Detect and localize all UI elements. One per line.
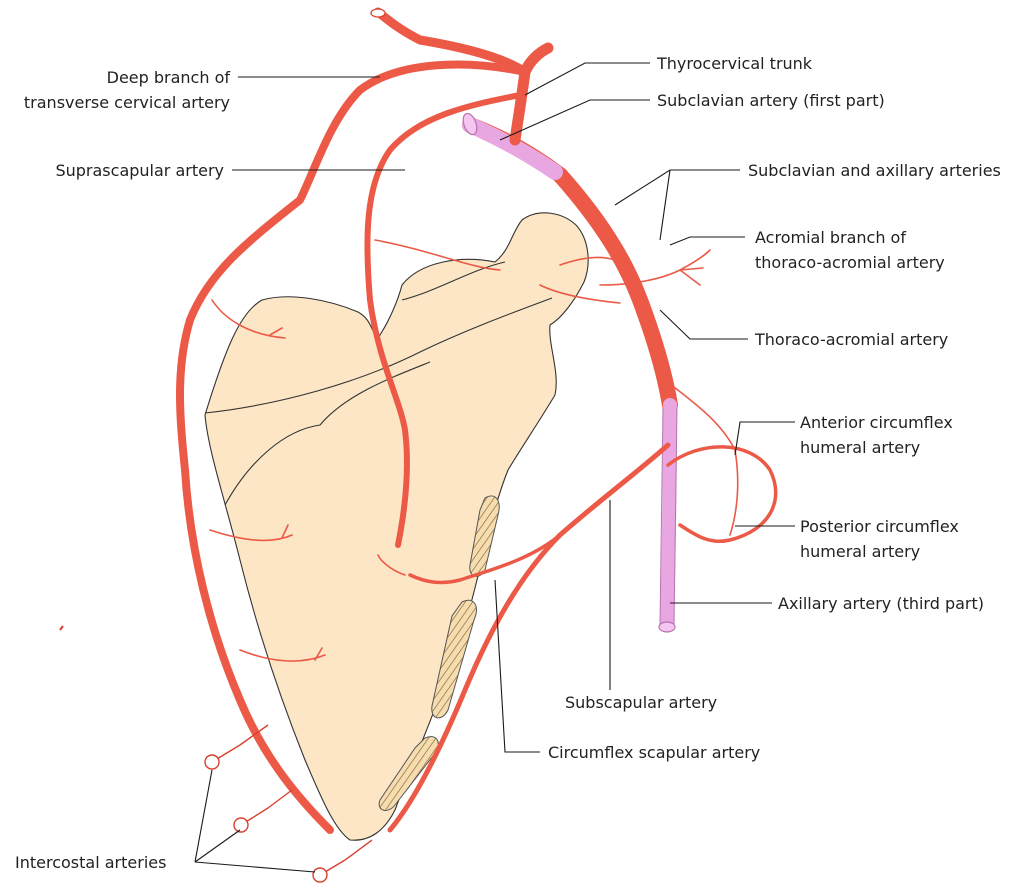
label-thoraco-acromial: Thoraco-acromial artery — [754, 330, 948, 349]
label-subscapular: Subscapular artery — [565, 693, 717, 712]
label-ant-circ-2: humeral artery — [800, 438, 920, 457]
label-circ-scapular: Circumflex scapular artery — [548, 743, 760, 762]
label-ant-circ-1: Anterior circumflex — [800, 413, 953, 432]
red-mark — [60, 626, 63, 630]
label-intercostal: Intercostal arteries — [15, 853, 166, 872]
label-acromial-1: Acromial branch of — [755, 228, 906, 247]
axillary-artery-third-part — [667, 405, 670, 625]
label-subclavian-first: Subclavian artery (first part) — [657, 91, 885, 110]
top-cut-end — [371, 9, 385, 17]
posterior-circumflex-humeral-vessel — [668, 447, 776, 541]
label-post-circ-1: Posterior circumflex — [800, 517, 959, 536]
label-deep-branch-1: Deep branch of — [107, 68, 231, 87]
label-post-circ-2: humeral artery — [800, 542, 920, 561]
label-acromial-2: thoraco-acromial artery — [755, 253, 945, 272]
label-deep-branch-2: transverse cervical artery — [24, 93, 230, 112]
label-suprascapular: Suprascapular artery — [55, 161, 224, 180]
label-subclavian-axillary: Subclavian and axillary arteries — [748, 161, 1001, 180]
label-axillary-third: Axillary artery (third part) — [778, 594, 984, 613]
axillary-cut-end — [659, 622, 675, 632]
label-thyrocervical: Thyrocervical trunk — [656, 54, 813, 73]
